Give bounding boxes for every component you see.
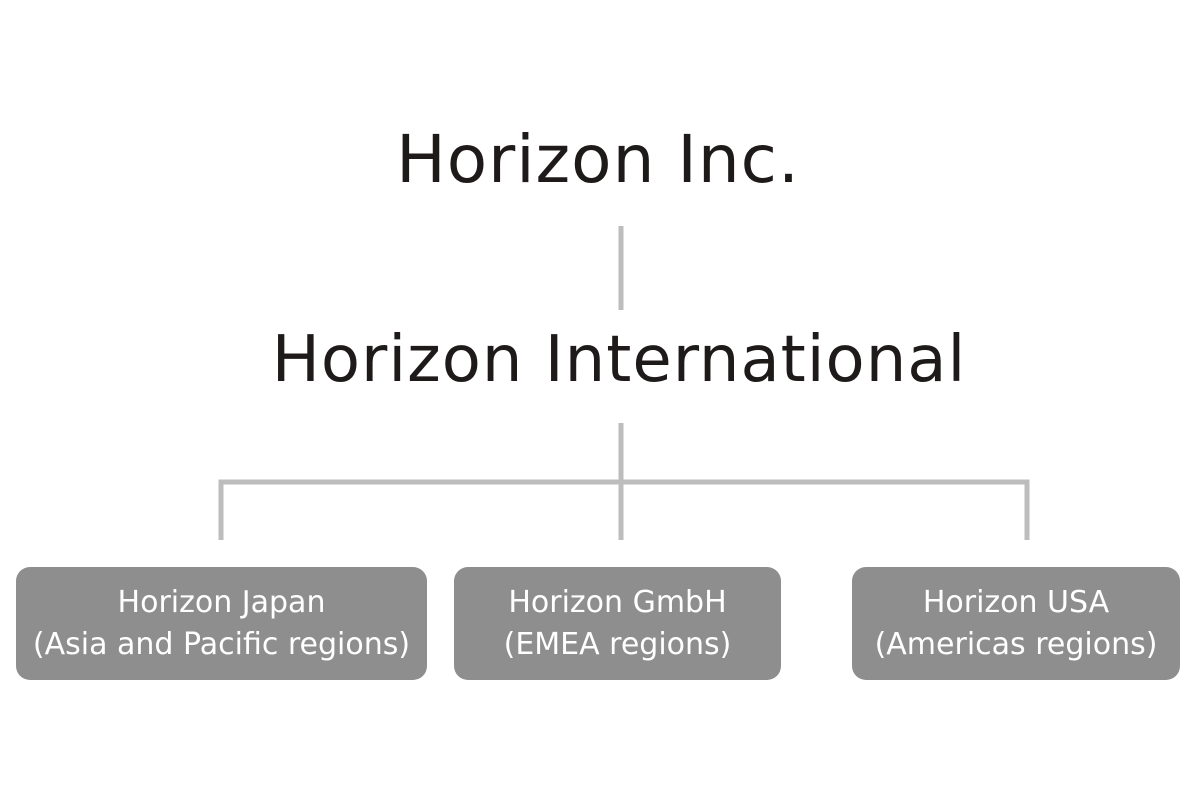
child-node-region: (Americas regions)	[874, 626, 1158, 662]
middle-node-label: Horizon International	[271, 323, 967, 397]
child-node-region: (Asia and Pacific regions)	[32, 626, 411, 662]
branch-connector	[218, 479, 1030, 540]
child-node-japan: Horizon Japan (Asia and Pacific regions)	[16, 567, 427, 680]
child-node-name: Horizon GmbH	[508, 584, 727, 620]
child-node-name: Horizon USA	[922, 584, 1110, 620]
child-node-region: (EMEA regions)	[503, 626, 732, 662]
child-node-gmbh: Horizon GmbH (EMEA regions)	[454, 567, 781, 680]
root-node-label: Horizon Inc.	[396, 121, 800, 198]
child-node-name: Horizon Japan	[117, 584, 326, 620]
child-node-usa: Horizon USA (Americas regions)	[852, 567, 1180, 680]
